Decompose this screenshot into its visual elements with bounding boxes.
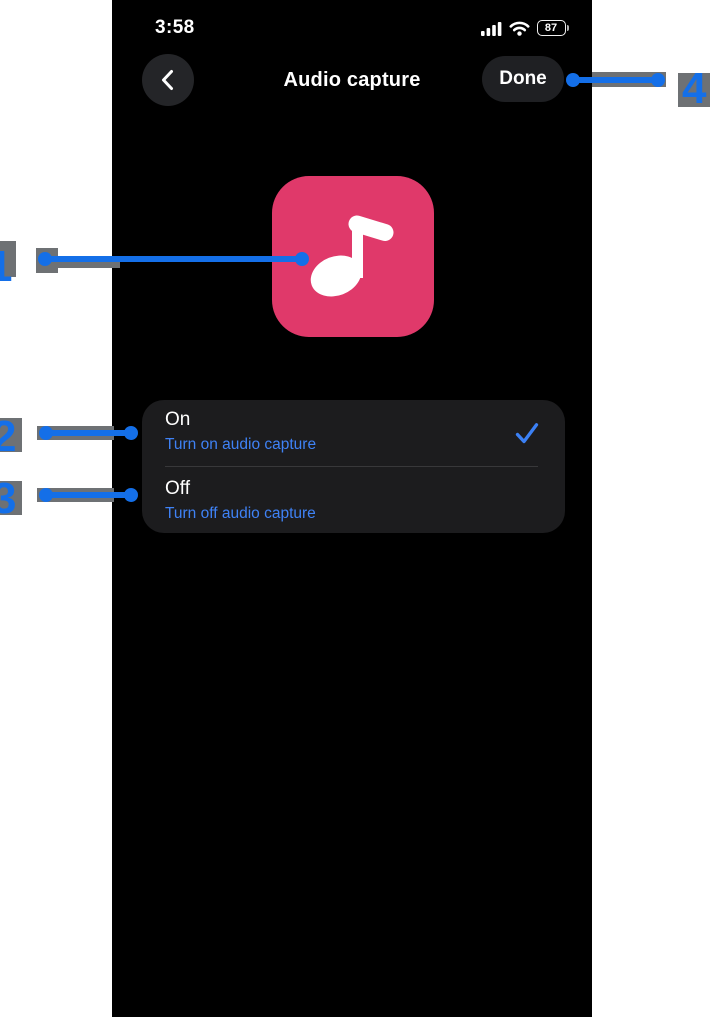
back-button[interactable]: [142, 54, 194, 106]
annotation-3-dot-end: [124, 488, 138, 502]
annotation-1-line-shadow: [56, 257, 120, 268]
status-icons: 87: [480, 20, 569, 36]
status-bar: 3:58 87: [112, 0, 592, 48]
phone-screen: 3:58 87: [112, 0, 592, 1017]
option-on-label: On: [165, 409, 191, 430]
annotation-2-label: 2: [0, 412, 17, 461]
option-off-description: Turn off audio capture: [165, 505, 316, 522]
annotation-4-label: 4: [682, 64, 707, 113]
annotation-4-dot-start: [566, 73, 580, 87]
annotation-4-line: [573, 77, 659, 83]
annotation-1-badge: [0, 241, 16, 277]
checkmark-icon: [515, 423, 539, 444]
annotation-3-label: 3: [0, 474, 17, 523]
annotation-3-dot-start: [39, 488, 53, 502]
option-on[interactable]: On Turn on audio capture: [142, 400, 565, 466]
row-divider: [165, 466, 538, 467]
annotation-1-label: 1: [0, 242, 13, 291]
page-title: Audio capture: [283, 69, 421, 91]
wifi-icon: [509, 21, 529, 36]
chevron-left-icon: [162, 70, 173, 90]
annotation-4-badge: [678, 73, 710, 107]
cellular-signal-icon: [480, 21, 501, 36]
annotation-2-dot-start: [39, 426, 53, 440]
clock: 3:58: [155, 17, 195, 38]
music-note-glyph: [310, 215, 394, 297]
annotation-4-dot-end: [651, 73, 665, 87]
option-on-description: Turn on audio capture: [165, 436, 317, 453]
annotation-2-badge: [0, 418, 22, 452]
option-off-label: Off: [165, 478, 190, 499]
battery-percent: 87: [544, 22, 558, 34]
options-card: On Turn on audio capture Off Turn off au…: [142, 400, 565, 533]
annotation-1-line: [45, 256, 303, 262]
annotation-3-badge: [0, 481, 22, 515]
annotation-2-line: [46, 430, 132, 436]
annotation-3-line: [46, 492, 132, 498]
annotation-1-dot-start: [38, 252, 52, 266]
done-button[interactable]: Done: [482, 56, 564, 102]
battery-icon: 87: [536, 20, 569, 36]
annotation-2-dot-end: [124, 426, 138, 440]
option-off[interactable]: Off Turn off audio capture: [142, 467, 565, 533]
annotation-1-dot-end: [295, 252, 309, 266]
